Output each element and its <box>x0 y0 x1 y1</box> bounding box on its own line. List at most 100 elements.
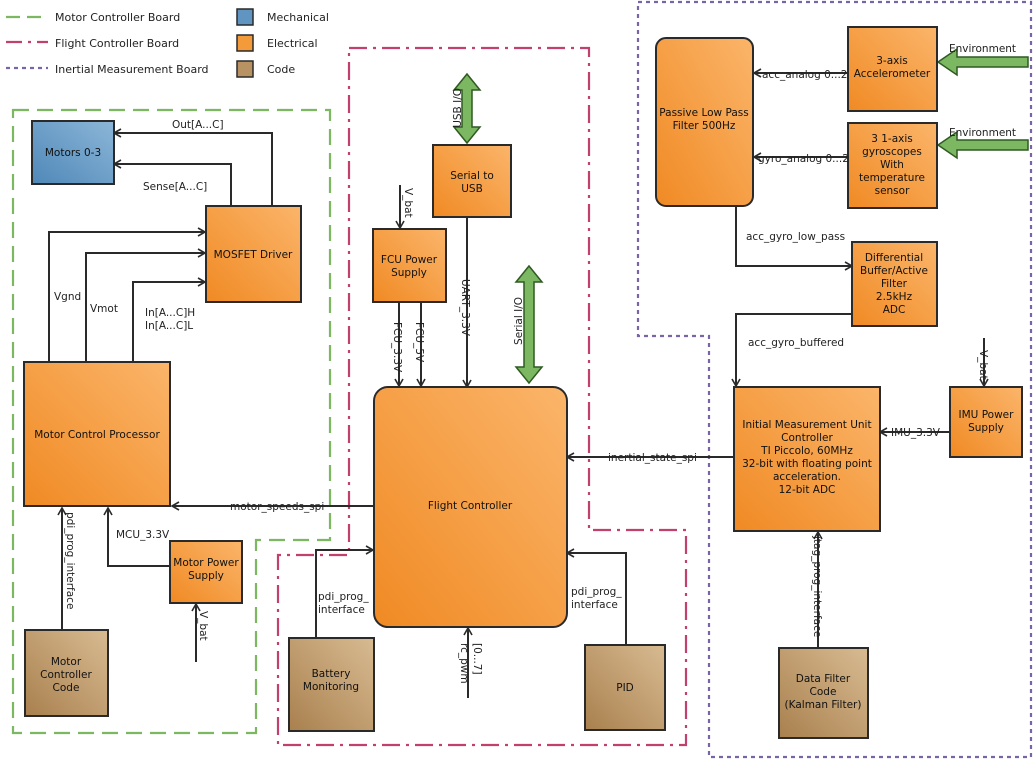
mosfet-driver-block <box>205 205 302 303</box>
label-line: [0...7] <box>471 643 483 675</box>
sense-ac-label: Sense[A...C] <box>143 181 207 193</box>
imu-power-supply-block <box>949 386 1023 458</box>
vgnd-label: Vgnd <box>54 291 81 303</box>
vmot-label: Vmot <box>90 303 118 315</box>
legend-mechanical-swatch <box>236 8 254 26</box>
label-line: Motor Control Processor <box>34 429 160 441</box>
label-line: 32-bit with floating point <box>742 458 872 470</box>
label-line: Differential <box>865 252 923 264</box>
motor-controller-code-block <box>24 629 109 717</box>
label-line: Passive Low Pass <box>659 107 748 119</box>
fcu-33v-label: FCU_3.3V <box>391 322 403 373</box>
flight-controller-block <box>373 386 568 628</box>
serial-io-label: Serial I/O <box>513 297 525 345</box>
in-h-label: In[A...C]H <box>145 307 195 319</box>
label-line: Monitoring <box>303 681 359 693</box>
acc-gyro-buffered-label: acc_gyro_buffered <box>748 337 844 349</box>
label-line: Controller <box>40 669 92 681</box>
gyro-analog-label: gyro_analog 0...2 <box>758 153 849 165</box>
battery-monitoring-block <box>288 637 375 732</box>
label-line: Battery <box>312 668 351 680</box>
label-line: Motors 0-3 <box>45 147 101 159</box>
label-line: USB <box>461 183 483 195</box>
label-line: MOSFET Driver <box>214 249 293 261</box>
label-line: 12-bit ADC <box>779 484 836 496</box>
battery-pdi-prog-label: pdi_prog_interface <box>318 591 369 616</box>
label-line: Serial to <box>450 170 494 182</box>
label-line: pdi_prog_ <box>571 586 622 598</box>
pid-label: PID <box>616 682 634 694</box>
environment-arrow-accelerometer <box>936 47 1029 77</box>
environment-arrow-gyroscopes <box>936 130 1029 160</box>
label-line: sensor <box>875 185 910 197</box>
label-line: (Kalman Filter) <box>785 699 862 711</box>
acc-gyro-low-pass-label: acc_gyro_low_pass <box>746 231 845 243</box>
label-line: Filter <box>881 278 908 290</box>
label-line: FCU Power <box>381 254 438 266</box>
legend-flight-board-label: Flight Controller Board <box>55 37 179 50</box>
label-line: Flight Controller <box>428 500 513 512</box>
motors-block-label: Motors 0-3 <box>45 147 101 159</box>
label-line: With <box>880 159 904 171</box>
motor-power-supply-block <box>169 540 243 604</box>
v-bat-fcu-label: V_bat <box>402 188 414 218</box>
motors-block <box>31 120 115 185</box>
usb-io-label: USB I/O <box>452 88 464 128</box>
label-line: Accelerometer <box>854 68 931 80</box>
label-line: Filter 500Hz <box>673 120 736 132</box>
mcu-33v-label: MCU_3.3V <box>116 529 170 541</box>
rc-pwm-label: rc_pwm[0...7] <box>458 643 483 684</box>
label-line: Controller <box>781 432 833 444</box>
usb-io-arrow <box>452 72 482 145</box>
fcu-power-supply-block <box>372 228 447 303</box>
label-line: 2.5kHz <box>876 291 913 303</box>
legend: Motor Controller Board Flight Controller… <box>6 8 329 78</box>
label-line: Supply <box>188 570 224 582</box>
label-line: Data Filter <box>796 673 851 685</box>
jtag-prog-interface-label: jtag_prog_interface <box>811 535 823 637</box>
pid-pdi-prog-label: pdi_prog_interface <box>571 586 622 611</box>
label-line: interface <box>571 599 618 611</box>
out-ac-label: Out[A...C] <box>172 119 224 131</box>
label-line: PID <box>616 682 634 694</box>
label-line: interface <box>318 604 365 616</box>
legend-imu-board-label: Inertial Measurement Board <box>55 63 209 76</box>
fcu-5v-label: FCU_5V <box>413 322 425 363</box>
passive-low-pass-filter-block <box>655 37 754 207</box>
label-line: temperature <box>859 172 925 184</box>
serial-io-arrow <box>514 264 544 385</box>
label-line: rc_pwm <box>458 643 470 684</box>
acc-analog-label: acc_analog 0...2 <box>762 69 847 81</box>
motor-board-wires <box>48 128 373 662</box>
label-line: TI Piccolo, 60MHz <box>760 445 853 457</box>
motor-speeds-spi-label: motor_speeds_spi <box>230 501 324 513</box>
serial-to-usb-block <box>432 144 512 218</box>
label-line: IMU Power <box>959 409 1015 421</box>
in-l-label: In[A...C]L <box>145 320 193 332</box>
label-line: Motor <box>51 656 82 668</box>
flight-board-wires <box>315 185 627 698</box>
environment-gyroscopes-label: Environment <box>949 127 1016 139</box>
inertial-state-spi-label: inertial_state_spi <box>608 452 697 464</box>
legend-mechanical-label: Mechanical <box>267 11 329 24</box>
gyroscopes-block <box>847 122 938 209</box>
legend-code-label: Code <box>267 63 295 76</box>
motor-control-processor-block <box>23 361 171 507</box>
v-bat-imu-label: V_bat <box>977 350 989 380</box>
legend-electrical-label: Electrical <box>267 37 318 50</box>
label-line: acceleration. <box>773 471 841 483</box>
label-line: 3 1-axis <box>871 133 913 145</box>
label-line: ADC <box>883 304 906 316</box>
flight-controller-board-boundary <box>276 46 688 747</box>
legend-code-swatch <box>236 60 254 78</box>
